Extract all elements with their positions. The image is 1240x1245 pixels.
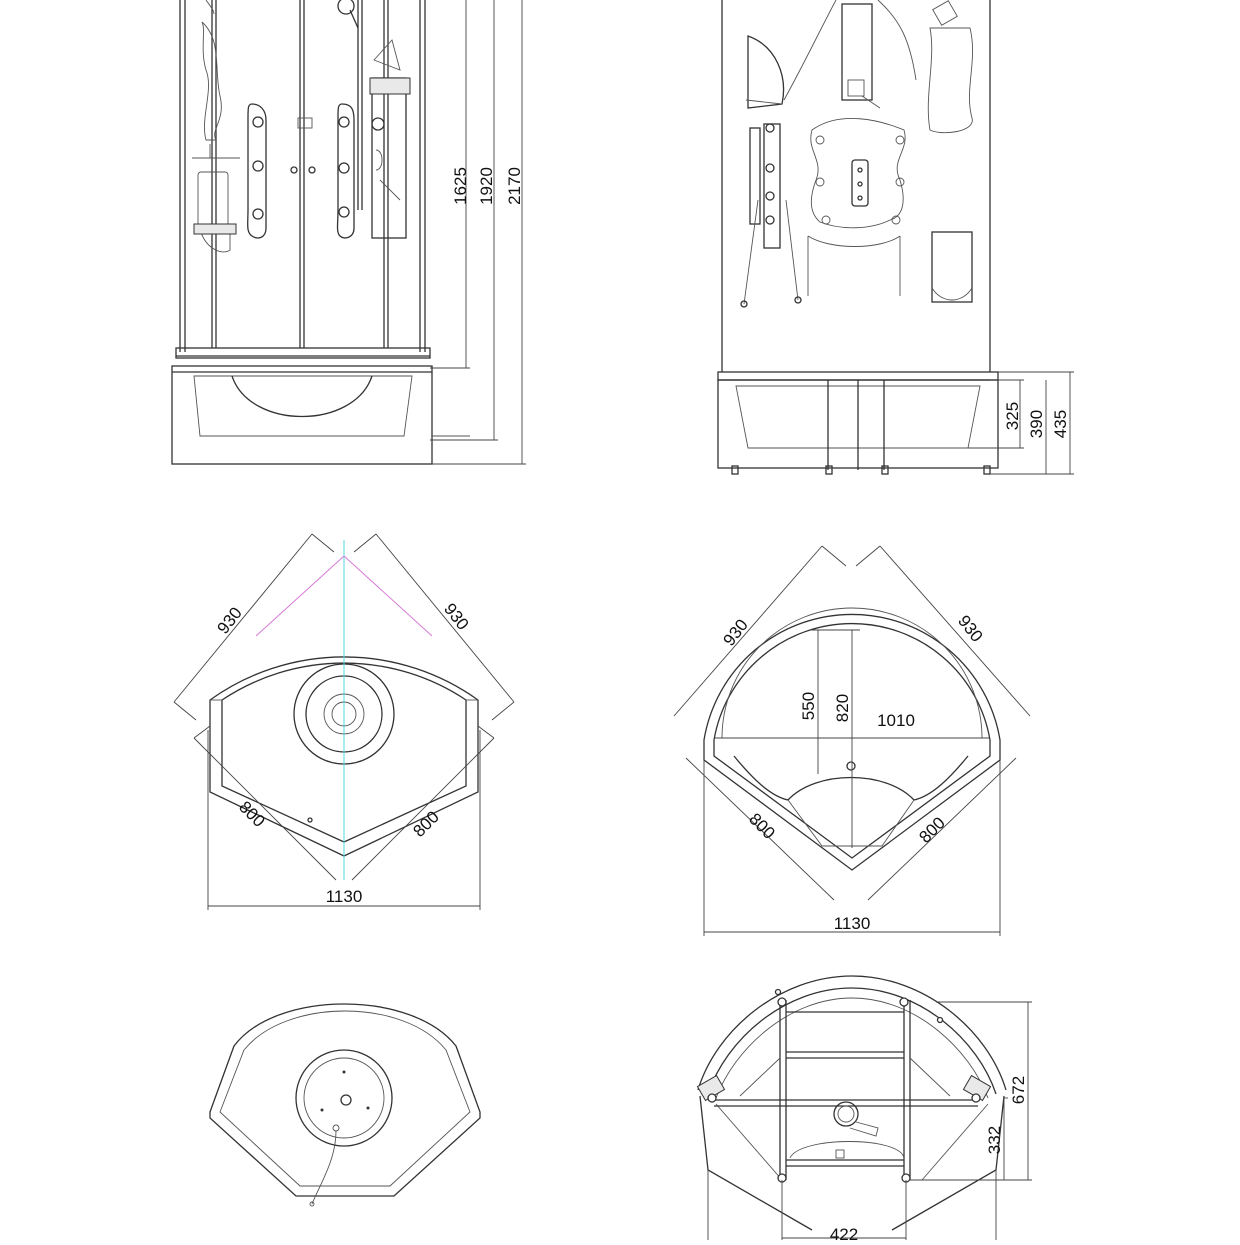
front-height-dimensions bbox=[430, 0, 526, 465]
dim-cabin-side-lower-right: 800 bbox=[409, 807, 442, 840]
shower-head-icon bbox=[337, 0, 355, 15]
plan-cabin-dimensions bbox=[173, 533, 515, 910]
side-body-jet-panel bbox=[740, 118, 906, 308]
front-cabin-frame bbox=[175, 0, 431, 359]
dim-cabin-side-upper-left: 930 bbox=[213, 604, 245, 638]
dim-frame-width: 422 bbox=[830, 1225, 858, 1240]
dim-tray-depth-a: 550 bbox=[799, 692, 818, 720]
dim-tray-inner-width: 1010 bbox=[877, 711, 915, 730]
dim-tray-overall-width: 1130 bbox=[834, 914, 871, 933]
dim-frame-height-b: 332 bbox=[985, 1126, 1004, 1154]
dim-tray-height-2: 390 bbox=[1027, 410, 1046, 438]
plan-tray-outline bbox=[703, 607, 1001, 871]
dim-tray-side-upper-left: 930 bbox=[719, 616, 751, 650]
base-frame bbox=[696, 975, 1032, 1240]
dim-cabin-side-upper-right: 930 bbox=[440, 600, 472, 634]
front-tray bbox=[171, 365, 470, 465]
dim-cabin-overall-width: 1130 bbox=[326, 887, 363, 906]
tray-drain-icon bbox=[846, 761, 856, 771]
side-tray bbox=[717, 371, 999, 475]
dim-frame-height-a: 672 bbox=[1009, 1076, 1028, 1104]
side-elevation: 325 390 435 bbox=[717, 0, 1074, 475]
front-door-left bbox=[192, 0, 316, 253]
dim-tray-height-1: 325 bbox=[1003, 402, 1022, 430]
plan-tray: 930 930 550 820 1010 800 800 1130 bbox=[673, 545, 1031, 936]
side-control-panel-icon bbox=[932, 0, 958, 26]
front-door-right bbox=[336, 0, 411, 239]
front-elevation: 1625 1920 2170 bbox=[171, 0, 526, 465]
side-cabin-frame bbox=[721, 0, 991, 372]
side-tray-dimensions bbox=[968, 371, 1074, 475]
dim-tray-side-lower-left: 800 bbox=[745, 809, 778, 842]
plan-tray-dimensions bbox=[673, 545, 1031, 936]
dim-tray-depth-b: 820 bbox=[833, 694, 852, 722]
dim-tray-height-3: 435 bbox=[1051, 410, 1070, 438]
plan-cabin-guides bbox=[255, 540, 433, 880]
plan-cabin: 930 930 800 800 1130 bbox=[173, 533, 515, 910]
dim-front-height-3: 2170 bbox=[505, 167, 524, 205]
dim-cabin-side-lower-left: 800 bbox=[235, 797, 268, 830]
dim-front-height-1: 1625 bbox=[451, 167, 470, 205]
roof-fan-icon bbox=[340, 1094, 352, 1106]
roof-plan bbox=[209, 1003, 481, 1207]
dim-tray-side-upper-right: 930 bbox=[954, 612, 986, 646]
dim-front-height-2: 1920 bbox=[477, 167, 496, 205]
waste-trap-icon bbox=[833, 1101, 859, 1127]
side-seat-icon bbox=[747, 35, 785, 109]
